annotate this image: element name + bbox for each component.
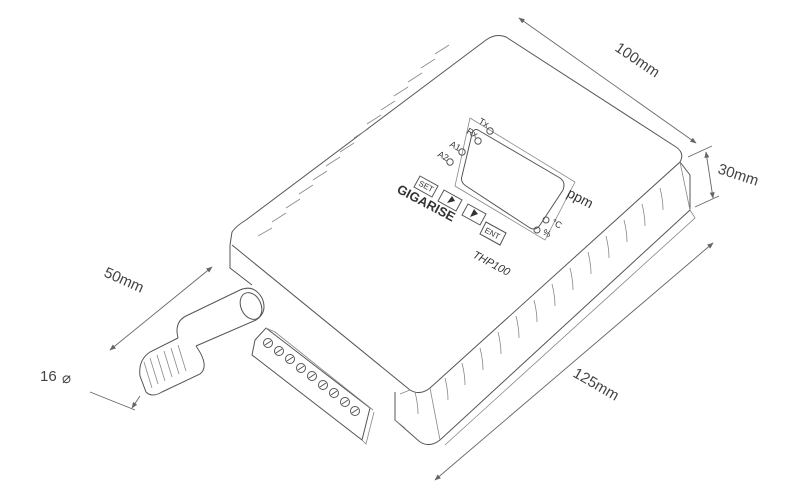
led-rx xyxy=(474,137,482,145)
display-frame xyxy=(454,117,576,241)
dimension-probe-length-label: 50mm xyxy=(101,264,146,296)
dimension-height: 30mm xyxy=(687,145,761,208)
ent-button[interactable]: ENT xyxy=(479,221,507,246)
terminal-screws xyxy=(263,338,360,416)
ent-button-label: ENT xyxy=(483,226,501,242)
probe-filter-cap xyxy=(139,337,205,396)
indicator-celsius-label: °C xyxy=(550,217,564,231)
led-a1 xyxy=(458,148,466,156)
model-label: THP100 xyxy=(471,249,513,279)
sensor-probe xyxy=(139,287,265,396)
dimension-probe-length: 50mm xyxy=(101,264,213,351)
vent-grooves-top xyxy=(257,44,450,237)
dimension-height-label: 30mm xyxy=(716,161,761,190)
indicator-percent xyxy=(533,226,541,234)
dimension-probe-diameter-label: 16 xyxy=(40,368,57,385)
dimension-probe-diameter: 16 ⌀ xyxy=(40,368,141,410)
led-indicators: Tx Rx A1 A2 xyxy=(436,116,494,166)
indicator-celsius xyxy=(542,216,550,224)
led-label-a2: A2 xyxy=(436,149,450,163)
indicator-percent-label: % xyxy=(541,227,553,240)
led-a2 xyxy=(446,158,454,166)
triangle-icon xyxy=(470,209,478,217)
down-button[interactable] xyxy=(437,189,463,212)
led-tx xyxy=(486,127,494,135)
dimension-length: 100mm xyxy=(518,17,697,144)
up-button[interactable] xyxy=(461,203,487,226)
enclosure xyxy=(229,35,696,446)
display-window xyxy=(461,129,565,230)
led-label-rx: Rx xyxy=(465,126,480,140)
diameter-symbol-icon: ⌀ xyxy=(62,370,71,387)
dimension-length-label: 100mm xyxy=(612,39,663,81)
dimension-width-label: 125mm xyxy=(570,365,622,405)
unit-indicators: °C % xyxy=(533,216,564,240)
dimension-width: 125mm xyxy=(434,242,714,481)
led-label-tx: Tx xyxy=(477,116,491,130)
vent-grooves-side xyxy=(414,187,664,415)
enclosure-bottom-lip xyxy=(394,209,696,446)
triangle-icon xyxy=(447,196,455,203)
led-label-a1: A1 xyxy=(448,139,462,153)
front-panel: Tx Rx A1 A2 ppm °C % GIGARISE SET xyxy=(395,116,597,279)
terminal-block xyxy=(251,327,375,445)
enclosure-top-face xyxy=(229,35,683,394)
display-unit-label: ppm xyxy=(565,185,597,212)
